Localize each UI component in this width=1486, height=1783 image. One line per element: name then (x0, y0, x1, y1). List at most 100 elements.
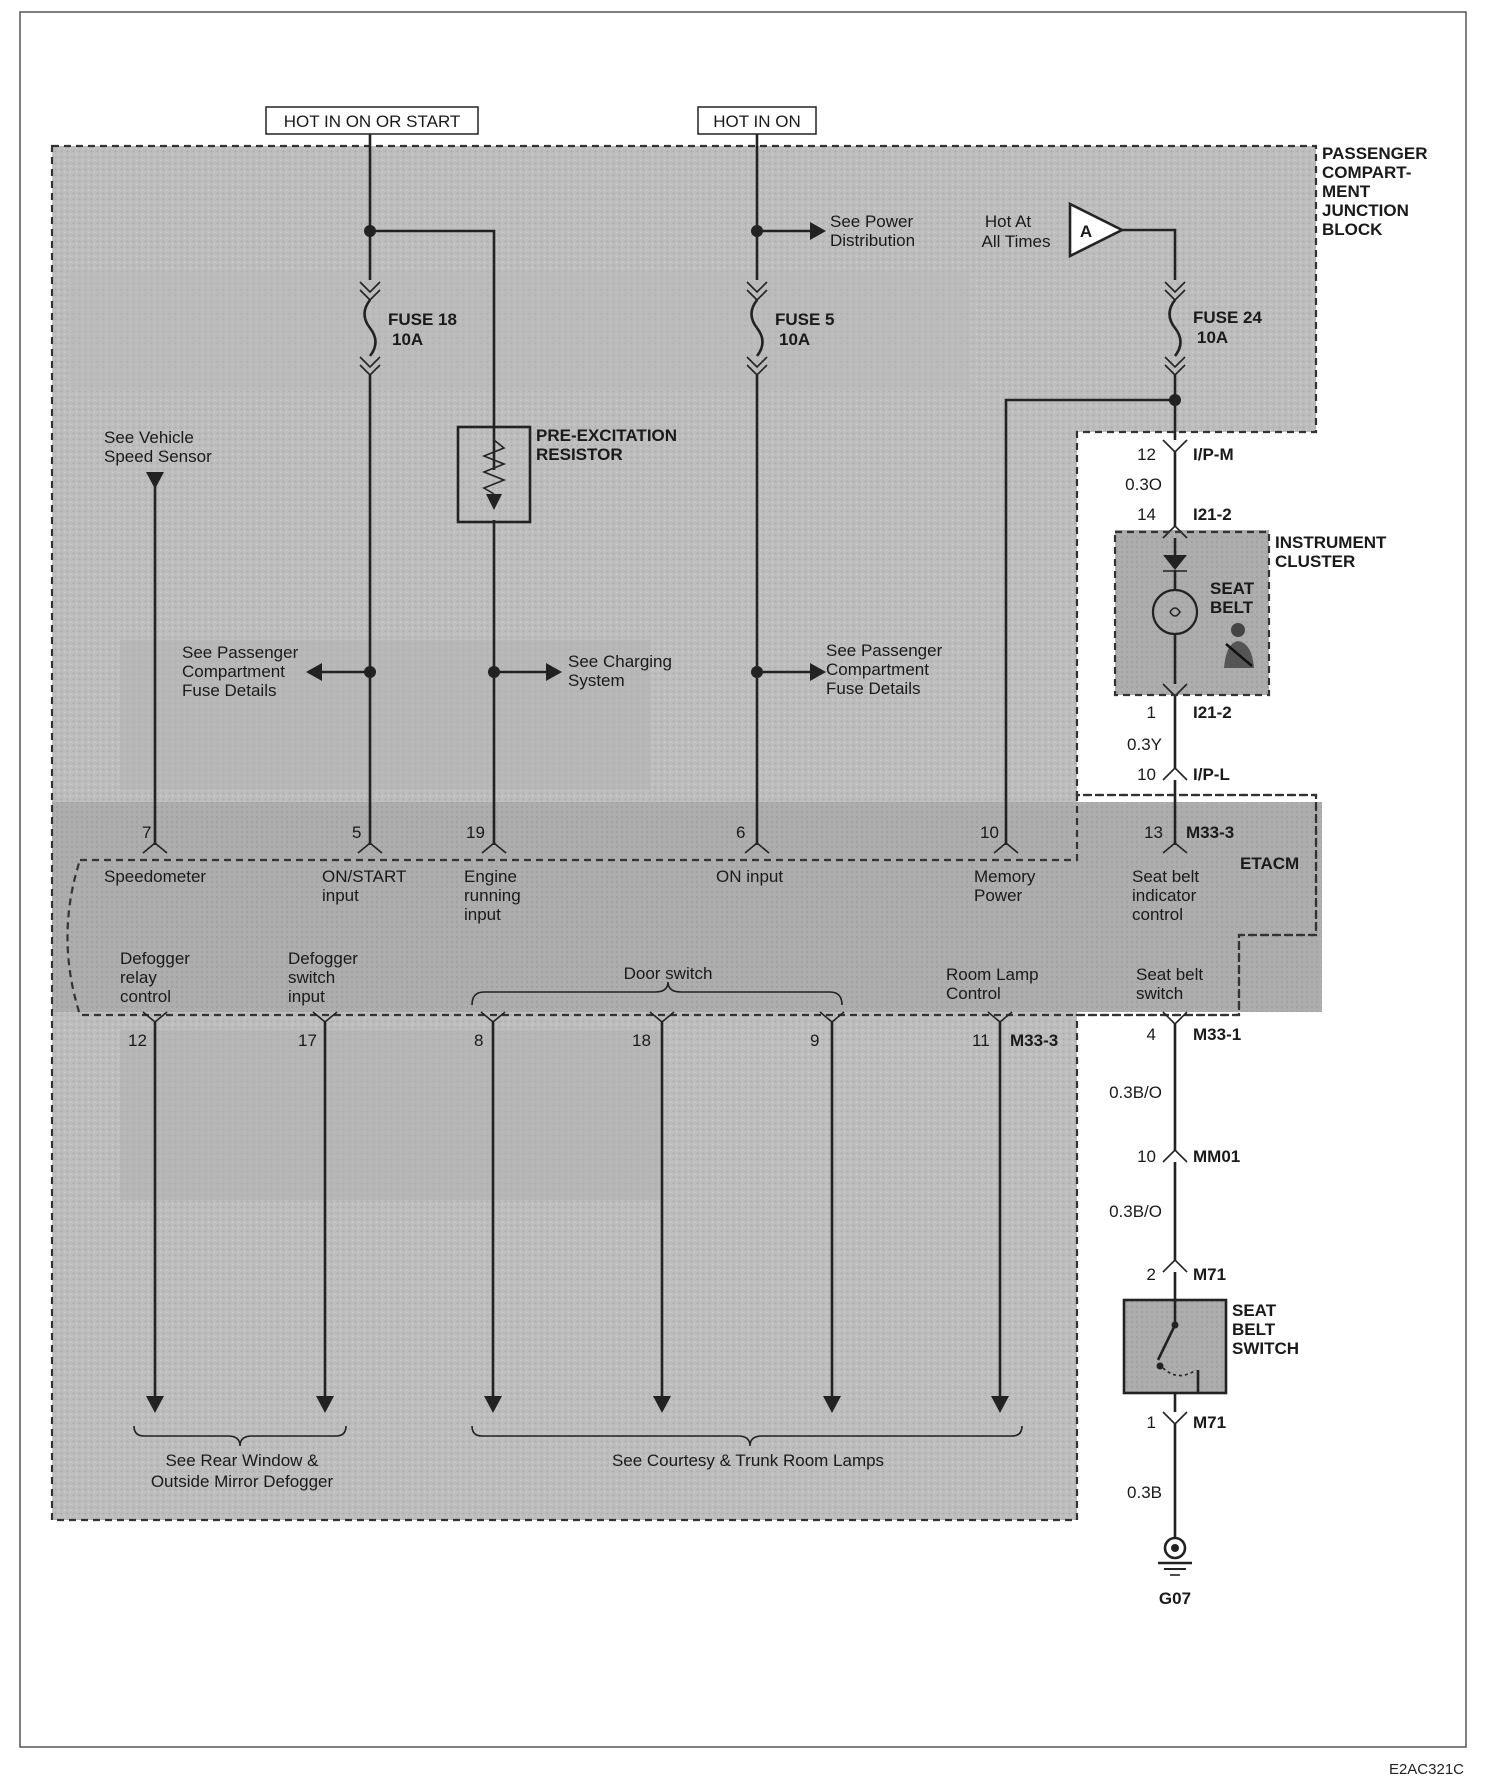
svg-text:See Power: See Power (830, 212, 913, 231)
svg-text:I/P-M: I/P-M (1193, 445, 1234, 464)
connector-m71-top: 2 M71 (1147, 1265, 1227, 1284)
ref-rear-window-defogger: See Rear Window & Outside Mirror Defogge… (133, 1425, 347, 1491)
svg-text:M33-3: M33-3 (1186, 823, 1234, 842)
right-chain-wires (1162, 439, 1188, 1538)
connector-i21-bottom: 1 I21-2 (1147, 703, 1232, 722)
ref-courtesy-trunk-lamps: See Courtesy & Trunk Room Lamps (471, 1425, 1023, 1470)
svg-text:BELT: BELT (1210, 598, 1254, 617)
etacm-upper-pin-labels: Speedometer ON/START input Engine runnin… (104, 867, 1199, 924)
svg-text:1: 1 (1147, 703, 1156, 722)
svg-text:PRE-EXCITATION: PRE-EXCITATION (536, 426, 677, 445)
svg-text:10A: 10A (392, 330, 423, 349)
svg-text:M71: M71 (1193, 1265, 1226, 1284)
svg-text:PASSENGER: PASSENGER (1322, 144, 1428, 163)
connector-ipm: 12 I/P-M (1137, 445, 1234, 464)
seatbelt-person-icon (1224, 623, 1254, 668)
svg-text:SWITCH: SWITCH (1232, 1339, 1299, 1358)
svg-text:System: System (568, 671, 625, 690)
instrument-cluster: SEAT BELT INSTRUMENT CLUSTER (1113, 530, 1387, 697)
etacm-outline (66, 793, 1318, 1017)
fuse18-label: FUSE 18 10A (388, 310, 457, 349)
ref-passenger-fuse-details-left: See Passenger Compartment Fuse Details (182, 643, 299, 700)
passenger-junction-block-outline (50, 144, 1318, 1522)
svg-text:MENT: MENT (1322, 182, 1371, 201)
svg-text:Fuse Details: Fuse Details (182, 681, 276, 700)
svg-text:control: control (1132, 905, 1183, 924)
svg-text:19: 19 (466, 823, 485, 842)
svg-text:11: 11 (972, 1031, 990, 1050)
connector-i21-top: 14 I21-2 (1137, 505, 1232, 524)
svg-text:8: 8 (474, 1031, 483, 1050)
fuse5-label: FUSE 5 10A (775, 310, 835, 349)
svg-text:10: 10 (1137, 765, 1156, 784)
svg-text:Distribution: Distribution (830, 231, 915, 250)
etacm-lower-pin-labels: Defogger relay control Defogger switch i… (120, 949, 1203, 1006)
svg-text:CLUSTER: CLUSTER (1275, 552, 1355, 571)
svg-text:6: 6 (736, 823, 745, 842)
svg-text:MM01: MM01 (1193, 1147, 1240, 1166)
ref-passenger-fuse-details-right: See Passenger Compartment Fuse Details (826, 641, 943, 698)
svg-text:switch: switch (1136, 984, 1183, 1003)
svg-text:Compartment: Compartment (826, 660, 929, 679)
etacm-lower-wires (142, 1011, 1013, 1413)
svg-text:12: 12 (1137, 445, 1156, 464)
svg-text:indicator: indicator (1132, 886, 1197, 905)
seat-belt-switch: SEAT BELT SWITCH (1122, 1298, 1299, 1395)
svg-text:switch: switch (288, 968, 335, 987)
svg-text:9: 9 (810, 1031, 819, 1050)
svg-text:All Times: All Times (982, 232, 1051, 251)
wire-size-03o: 0.3O (1125, 475, 1162, 494)
svg-text:13: 13 (1144, 823, 1163, 842)
svg-text:Power: Power (974, 886, 1023, 905)
svg-text:See Rear Window &: See Rear Window & (165, 1451, 319, 1470)
svg-text:relay: relay (120, 968, 157, 987)
wire-size-03bo-2: 0.3B/O (1109, 1202, 1162, 1221)
diagram-id: E2AC321C (1389, 1761, 1464, 1778)
svg-text:See Passenger: See Passenger (182, 643, 299, 662)
door-switch-bracket: Door switch (471, 964, 843, 1006)
wire-fuse5-branch (746, 134, 826, 845)
etacm-lower-pin-numbers: 12 17 8 18 9 11 M33-3 (128, 1031, 1058, 1050)
svg-text:Seat belt: Seat belt (1136, 965, 1203, 984)
svg-text:SEAT: SEAT (1210, 579, 1255, 598)
svg-text:10A: 10A (1197, 328, 1228, 347)
svg-text:BLOCK: BLOCK (1322, 220, 1383, 239)
svg-text:Memory: Memory (974, 867, 1036, 886)
svg-text:Room Lamp: Room Lamp (946, 965, 1039, 984)
svg-text:10: 10 (980, 823, 999, 842)
svg-text:18: 18 (632, 1031, 651, 1050)
svg-text:Control: Control (946, 984, 1001, 1003)
svg-text:input: input (322, 886, 359, 905)
svg-text:running: running (464, 886, 521, 905)
svg-text:7: 7 (142, 823, 151, 842)
svg-text:INSTRUMENT: INSTRUMENT (1275, 533, 1387, 552)
shading (52, 146, 1322, 1520)
svg-text:I21-2: I21-2 (1193, 703, 1232, 722)
ref-charging-system: See Charging System (568, 652, 672, 690)
svg-text:See Charging: See Charging (568, 652, 672, 671)
svg-text:Hot At: Hot At (985, 212, 1032, 231)
svg-text:ON/START: ON/START (322, 867, 406, 886)
svg-text:Seat belt: Seat belt (1132, 867, 1199, 886)
svg-text:FUSE 5: FUSE 5 (775, 310, 835, 329)
svg-text:FUSE 18: FUSE 18 (388, 310, 457, 329)
svg-text:14: 14 (1137, 505, 1156, 524)
svg-text:A: A (1080, 222, 1092, 241)
source-hot-at-all-times: Hot At All Times A (982, 201, 1125, 259)
svg-text:ON input: ON input (716, 867, 783, 886)
svg-text:Speedometer: Speedometer (104, 867, 206, 886)
svg-text:input: input (464, 905, 501, 924)
svg-text:12: 12 (128, 1031, 147, 1050)
svg-text:4: 4 (1147, 1025, 1156, 1044)
svg-text:Door switch: Door switch (624, 964, 713, 983)
wire-fuse24 (1004, 228, 1186, 845)
ref-power-distribution: See Power Distribution (830, 212, 915, 250)
svg-text:I/P-L: I/P-L (1193, 765, 1230, 784)
svg-text:10A: 10A (779, 330, 810, 349)
etacm-label: ETACM (1240, 854, 1299, 873)
svg-text:M33-3: M33-3 (1010, 1031, 1058, 1050)
svg-text:1: 1 (1147, 1413, 1156, 1432)
connector-mm01: 10 MM01 (1137, 1147, 1240, 1166)
wire-fuse18-branch (306, 134, 562, 845)
